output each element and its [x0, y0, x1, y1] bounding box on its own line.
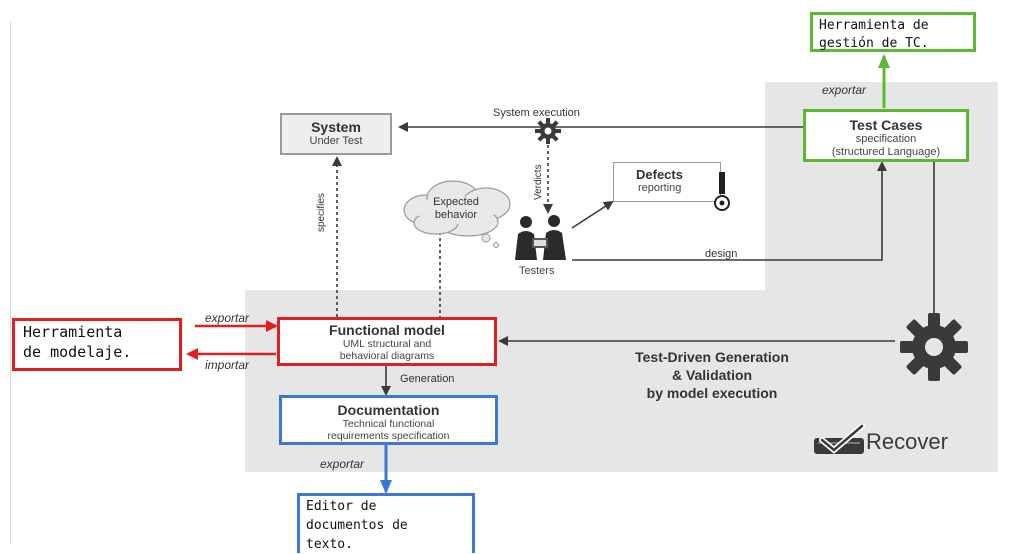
- defects-title: Defects: [636, 167, 683, 182]
- functional-model-subtitle: UML structural and behavioral diagrams: [339, 338, 435, 363]
- defects-subtitle: reporting: [638, 182, 682, 194]
- test-cases-title: Test Cases: [849, 117, 923, 133]
- gear-icon-large: [897, 310, 971, 384]
- left-border-line: [10, 22, 11, 543]
- process-description: Test-Driven Generation & Validation by m…: [635, 349, 789, 402]
- recover-logo-icon: [812, 423, 868, 456]
- system-subtitle: Under Test: [309, 135, 363, 147]
- expected-behavior-text: Expected behavior: [433, 196, 479, 222]
- testers-label: Testers: [519, 265, 555, 277]
- exportar-top-label: exportar: [822, 83, 867, 97]
- test-cases-subtitle: specification (structured Language): [831, 133, 941, 158]
- functional-model-title: Functional model: [329, 322, 445, 338]
- generation-label: Generation: [400, 373, 455, 385]
- doc-editor-box: Editor de documentos de texto.: [297, 493, 475, 553]
- importar-left-label: importar: [205, 358, 250, 372]
- documentation-subtitle: Technical functional requirements specif…: [327, 418, 450, 443]
- testers-icon: [510, 212, 572, 262]
- alert-pin-icon: [710, 172, 736, 212]
- system-title: System: [311, 119, 361, 135]
- modeling-tool-box: Herramienta de modelaje.: [12, 318, 182, 371]
- recover-brand: Recover: [866, 429, 948, 454]
- system-execution-label: System execution: [493, 107, 580, 119]
- verdicts-label: Verdicts: [533, 164, 544, 200]
- expected-behavior-cloud: Expected behavior: [398, 178, 523, 250]
- doc-editor-label: Editor de documentos de texto.: [306, 499, 408, 552]
- tc-management-tool-label: Herramienta de gestión de TC.: [819, 18, 929, 51]
- modeling-tool-label: Herramienta de modelaje.: [23, 323, 132, 361]
- specifies-label: specifies: [316, 193, 327, 232]
- documentation-title: Documentation: [337, 402, 440, 418]
- system-under-test-box: System Under Test: [280, 113, 392, 155]
- test-cases-box: Test Cases specification (structured Lan…: [803, 109, 969, 162]
- gear-icon-small: [533, 116, 563, 146]
- design-label: design: [705, 248, 738, 260]
- exportar-left-label: exportar: [205, 311, 250, 325]
- tc-management-tool-box: Herramienta de gestión de TC.: [810, 12, 976, 52]
- documentation-box: Documentation Technical functional requi…: [279, 395, 498, 445]
- functional-model-box: Functional model UML structural and beha…: [277, 317, 497, 366]
- defects-box: Defects reporting: [613, 162, 721, 202]
- exportar-bottom-label: exportar: [320, 457, 365, 471]
